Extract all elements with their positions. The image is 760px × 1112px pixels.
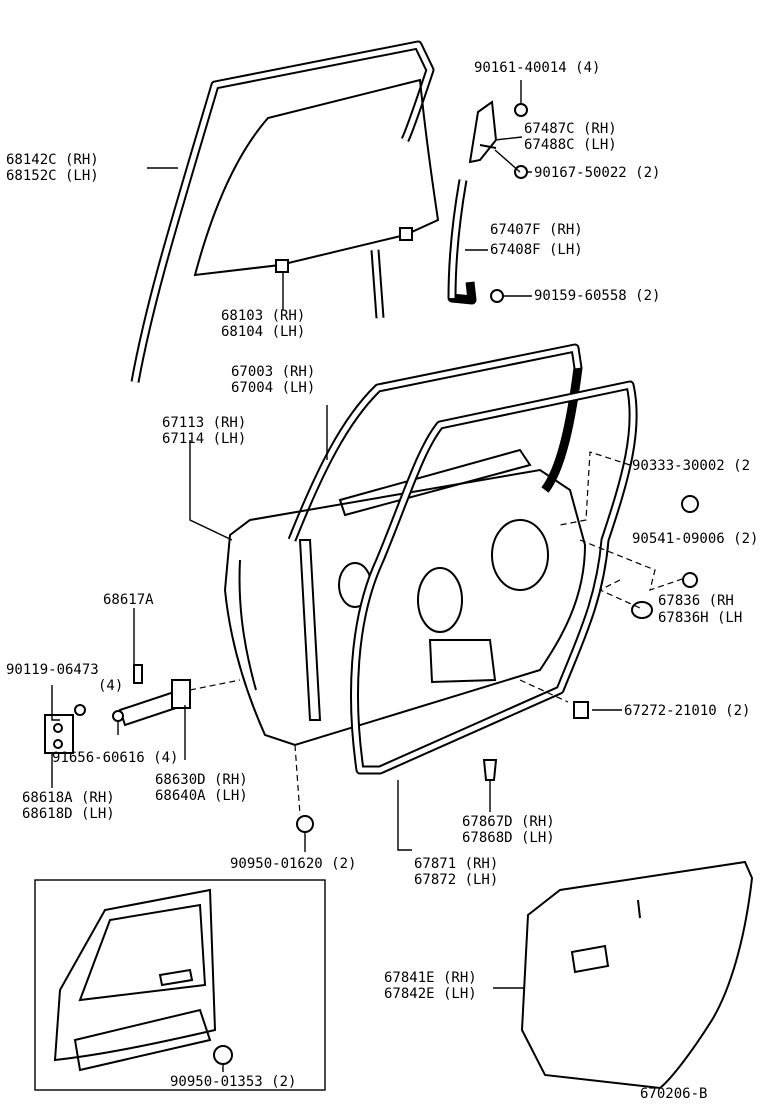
part-label: 67114 (LH) — [162, 431, 247, 447]
door-glass — [193, 78, 440, 277]
part-label: 67872 (LH) — [414, 872, 499, 888]
part-label: 67836 (RH — [658, 593, 734, 609]
part-label: 68617A — [103, 592, 154, 608]
part-label: 90161-40014 (4) — [474, 60, 601, 76]
part-label: 68630D (RH) — [155, 772, 248, 788]
part-label: 67407F (RH) — [490, 222, 583, 238]
part-label: 67272-21010 (2) — [624, 703, 751, 719]
part-label: 90333-30002 (2 — [632, 458, 751, 474]
part-label: 67004 (LH) — [231, 380, 316, 396]
part-label: 67841E (RH) — [384, 970, 477, 986]
part-label: 68618A (RH) — [22, 790, 115, 806]
inset-view — [34, 879, 326, 1091]
rear-lower-channel — [447, 179, 504, 305]
part-label: 68142C (RH) — [6, 152, 99, 168]
part-label: 90167-50022 (2) — [534, 165, 661, 181]
glass-run-channel — [130, 40, 435, 383]
part-label: 68152C (LH) — [6, 168, 99, 184]
part-label: 68640A (LH) — [155, 788, 248, 804]
door-trim-panel — [520, 860, 754, 1090]
door-hinge — [44, 664, 191, 754]
part-label: 68104 (LH) — [221, 324, 306, 340]
part-label: 67836H (LH — [658, 610, 743, 626]
part-label: 68618D (LH) — [22, 806, 115, 822]
part-label: 67842E (LH) — [384, 986, 477, 1002]
part-label: 67003 (RH) — [231, 364, 316, 380]
part-label: 67113 (RH) — [162, 415, 247, 431]
part-label: 67408F (LH) — [490, 242, 583, 258]
door-panel — [223, 343, 587, 747]
part-label: 90950-01620 (2) — [230, 856, 357, 872]
part-label: 90541-09006 (2) — [632, 531, 759, 547]
diagram-reference-number: 670206-B — [640, 1086, 708, 1102]
part-label: 67488C (LH) — [524, 137, 617, 153]
leader-lines — [51, 80, 686, 1072]
part-label: 67868D (LH) — [462, 830, 555, 846]
division-bracket — [468, 100, 528, 179]
part-label: 91656-60616 (4) — [52, 750, 179, 766]
door-weatherstrip — [350, 380, 638, 775]
part-label: 67867D (RH) — [462, 814, 555, 830]
part-label: 67487C (RH) — [524, 121, 617, 137]
part-label: 90119-06473 — [6, 662, 99, 678]
part-label: 67871 (RH) — [414, 856, 499, 872]
part-label: (4) — [98, 678, 124, 694]
clips-and-plugs — [213, 495, 699, 1065]
part-label: 68103 (RH) — [221, 308, 306, 324]
part-label: 90950-01353 (2) — [170, 1074, 297, 1090]
part-label: 90159-60558 (2) — [534, 288, 661, 304]
